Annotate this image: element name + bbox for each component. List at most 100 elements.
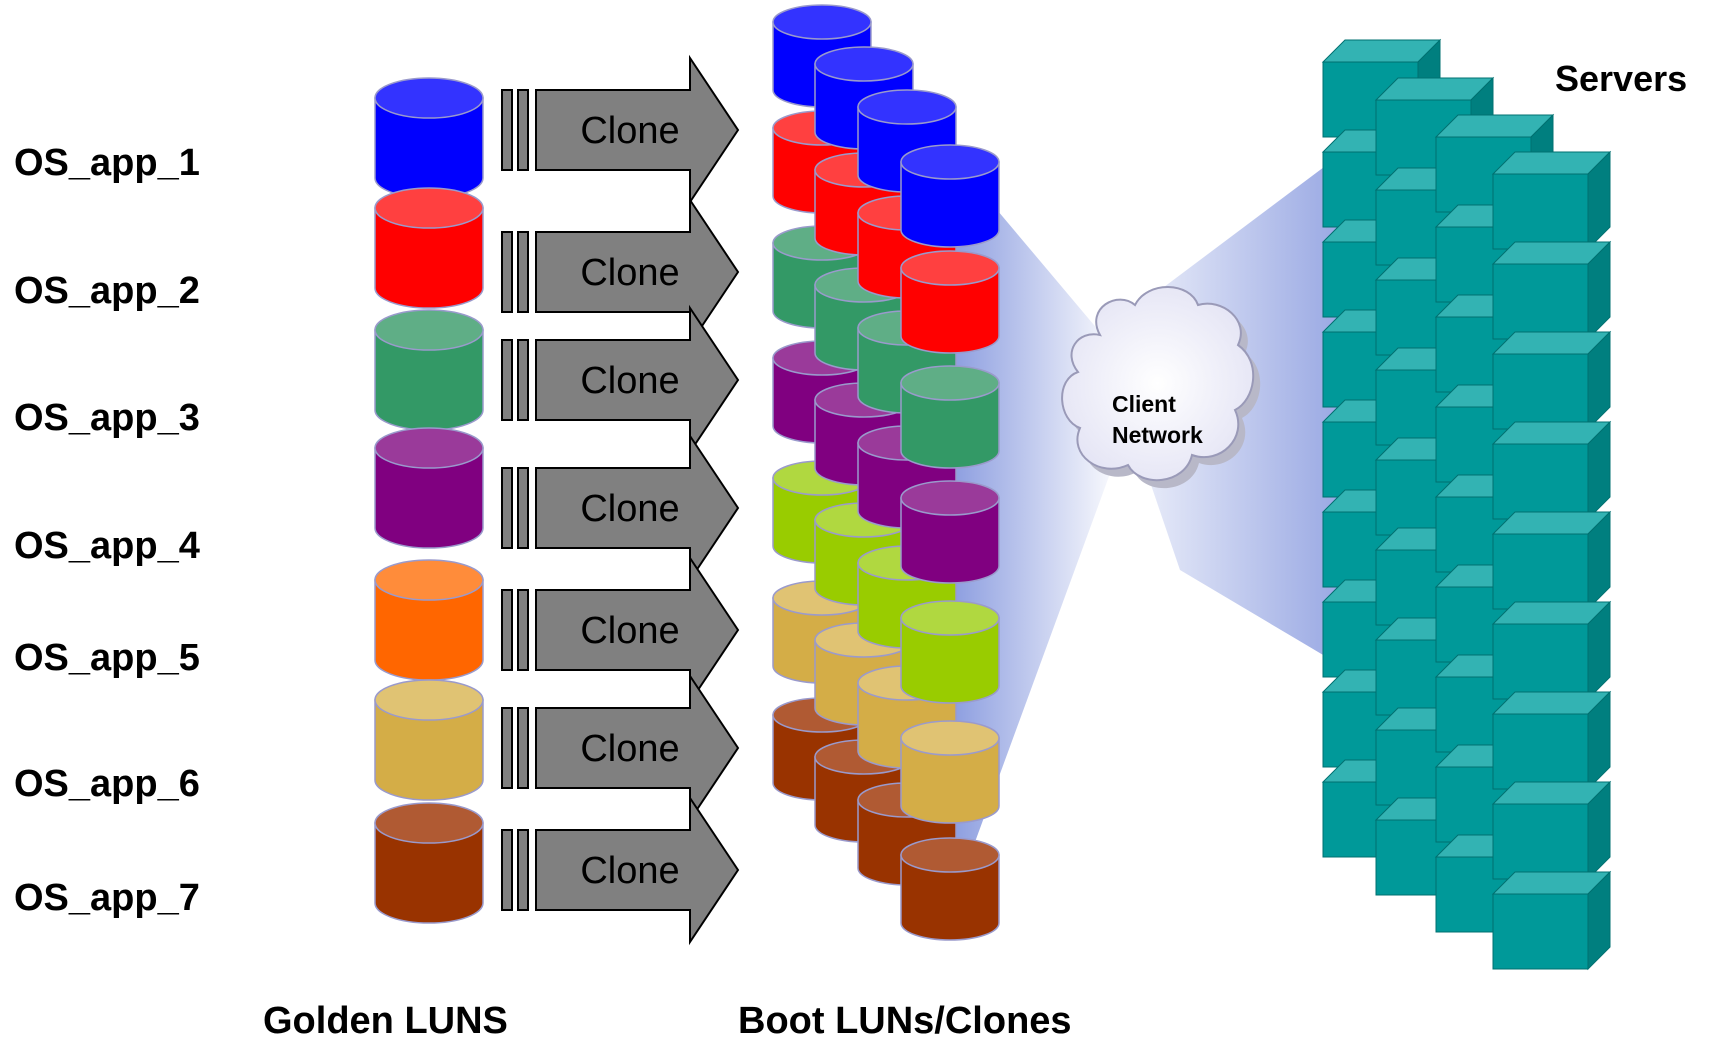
boot-lun-c4-r1: [900, 144, 1000, 248]
server-front: [1492, 713, 1589, 790]
arrow-body: [535, 432, 740, 584]
arrow-stripe: [501, 589, 513, 671]
server-side: [1587, 600, 1611, 701]
golden-label-3: OS_app_3: [14, 397, 200, 439]
boot-lun-c4-r3-top: [900, 365, 1000, 401]
boot-lun-c4-r1-body: [900, 161, 1000, 248]
server-front: [1492, 803, 1589, 880]
boot-lun-c4-r5-body: [900, 617, 1000, 704]
boot-lun-c4-r7: [900, 837, 1000, 941]
server-c4-r9: [1491, 870, 1612, 971]
boot-luns-stack: [772, 4, 1000, 941]
golden-lun-7-top: [374, 802, 484, 844]
server-front: [1492, 623, 1589, 700]
golden-luns: [374, 77, 484, 924]
server-side: [1587, 780, 1611, 881]
arrow-stripe: [517, 829, 529, 911]
boot-lun-c4-r2-body: [900, 267, 1000, 354]
clone-label: Clone: [580, 252, 679, 294]
arrow-body: [535, 672, 740, 824]
arrow-body: [535, 794, 740, 946]
golden-lun-2: [374, 187, 484, 309]
arrow-stripe: [517, 231, 529, 313]
boot-lun-c4-r3: [900, 365, 1000, 469]
boot-luns-caption: Boot LUNs/Clones: [738, 1000, 1072, 1042]
golden-lun-6: [374, 679, 484, 801]
boot-lun-c1-r1-top: [772, 4, 872, 40]
golden-lun-6-body: [374, 699, 484, 801]
server-side: [1587, 330, 1611, 431]
arrow-stripe: [517, 589, 529, 671]
cloud-label-line2: Network: [1112, 422, 1203, 448]
server-c4-r7: [1491, 690, 1612, 791]
server-side: [1587, 870, 1611, 971]
golden-lun-4-body: [374, 447, 484, 549]
golden-lun-6-top: [374, 679, 484, 721]
network-beams: [955, 155, 1340, 842]
golden-lun-2-top: [374, 187, 484, 229]
server-side: [1587, 240, 1611, 341]
cloud-label-line1: Client: [1112, 391, 1176, 417]
server-front: [1492, 353, 1589, 430]
clone-arrow-1: Clone: [501, 54, 740, 206]
boot-lun-c4-r3-body: [900, 382, 1000, 469]
golden-lun-7: [374, 802, 484, 924]
golden-label-6: OS_app_6: [14, 763, 200, 805]
clone-arrow-4: Clone: [501, 432, 740, 584]
clone-label: Clone: [580, 360, 679, 402]
arrow-stripe: [501, 231, 513, 313]
client-network-cloud: Client Network: [1061, 286, 1261, 489]
arrow-stripe: [501, 467, 513, 549]
golden-lun-7-body: [374, 822, 484, 924]
server-side: [1587, 420, 1611, 521]
golden-lun-5: [374, 559, 484, 681]
clone-arrow-6: Clone: [501, 672, 740, 824]
clone-label: Clone: [580, 728, 679, 770]
arrow-stripe: [517, 707, 529, 789]
boot-lun-c3-r1-top: [857, 89, 957, 125]
arrow-stripe: [501, 339, 513, 421]
golden-lun-1-top: [374, 77, 484, 119]
arrow-body: [535, 554, 740, 706]
server-front: [1492, 533, 1589, 610]
server-side: [1587, 510, 1611, 611]
arrow-stripe: [517, 89, 529, 171]
golden-label-4: OS_app_4: [14, 525, 200, 567]
clone-arrow-5: Clone: [501, 554, 740, 706]
boot-lun-c4-r4: [900, 480, 1000, 584]
clone-label: Clone: [580, 488, 679, 530]
arrow-body: [535, 54, 740, 206]
server-c4-r2: [1491, 240, 1612, 341]
golden-label-7: OS_app_7: [14, 877, 200, 919]
arrow-body: [535, 304, 740, 456]
servers-caption: Servers: [1555, 58, 1688, 99]
server-c4-r5: [1491, 510, 1612, 611]
golden-lun-4: [374, 427, 484, 549]
arrow-stripe: [501, 89, 513, 171]
server-side: [1587, 150, 1611, 251]
boot-lun-c4-r5: [900, 600, 1000, 704]
cloud-shape: [1061, 286, 1255, 482]
arrow-stripe: [501, 707, 513, 789]
boot-lun-c4-r2-top: [900, 250, 1000, 286]
boot-lun-c4-r6-top: [900, 720, 1000, 756]
server-side: [1587, 690, 1611, 791]
server-c4-r1: [1491, 150, 1612, 251]
clone-arrow-3: Clone: [501, 304, 740, 456]
server-c4-r8: [1491, 780, 1612, 881]
boot-lun-c4-r4-body: [900, 497, 1000, 584]
arrow-stripe: [517, 467, 529, 549]
server-front: [1492, 443, 1589, 520]
arrow-body: [535, 196, 740, 348]
server-rack-grid: [1321, 38, 1612, 971]
boot-lun-c2-r1-top: [814, 46, 914, 82]
clone-label: Clone: [580, 110, 679, 152]
boot-lun-c4-r7-body: [900, 854, 1000, 941]
golden-lun-5-top: [374, 559, 484, 601]
boot-lun-c4-r7-top: [900, 837, 1000, 873]
golden-lun-3-top: [374, 309, 484, 351]
golden-label-2: OS_app_2: [14, 270, 200, 312]
boot-lun-c4-r1-top: [900, 144, 1000, 180]
golden-lun-2-body: [374, 207, 484, 309]
